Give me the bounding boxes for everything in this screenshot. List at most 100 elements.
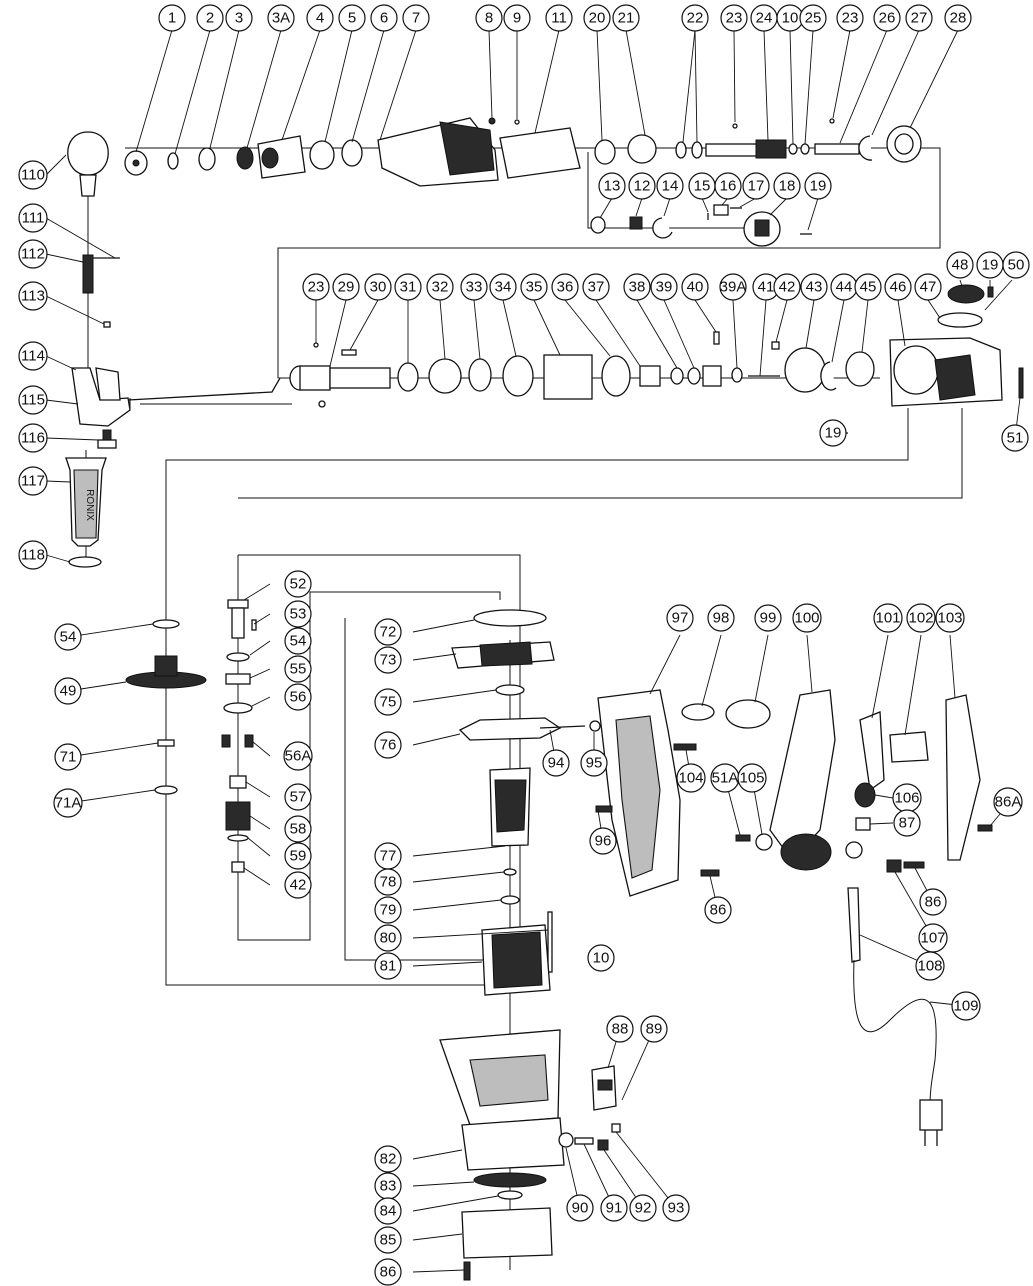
- callout-label: 87: [899, 815, 916, 832]
- callout-label: 44: [836, 279, 853, 296]
- callout-label: 116: [21, 430, 45, 447]
- callout-label: 80: [380, 930, 397, 947]
- callout: 14: [656, 172, 684, 200]
- callout-label: 21: [618, 10, 635, 27]
- callout: 81: [374, 952, 402, 980]
- callout: 3A: [267, 4, 295, 32]
- callout-label: 112: [21, 246, 45, 263]
- callout-label: 32: [432, 279, 449, 296]
- callout-label: 86A: [995, 794, 1022, 811]
- callout: 54: [54, 623, 82, 651]
- callout: 21: [612, 4, 640, 32]
- callout-label: 109: [953, 998, 978, 1015]
- callout: 73: [374, 646, 402, 674]
- callout: 91: [600, 1194, 628, 1222]
- callout-label: 26: [879, 10, 896, 27]
- callout: 41: [752, 273, 780, 301]
- callout-label: 23: [842, 10, 859, 27]
- callout: 26: [873, 4, 901, 32]
- callout: 86A: [993, 787, 1023, 817]
- callout-label: 36: [557, 279, 574, 296]
- callout: 100: [792, 603, 822, 633]
- callout: 86: [704, 896, 732, 924]
- motor-housing: [439, 1029, 565, 1281]
- callout-label: 89: [646, 1021, 663, 1038]
- callout-label: 19: [825, 425, 842, 442]
- callout-label: 51: [1007, 430, 1024, 447]
- callout: 48: [946, 251, 974, 279]
- callout: 12: [628, 172, 656, 200]
- callout-label: 25: [805, 10, 822, 27]
- callout-label: 71A: [55, 795, 82, 812]
- callout: 39: [650, 273, 678, 301]
- callout: 19: [804, 172, 832, 200]
- callout: 39A: [719, 273, 747, 301]
- callout-label: 78: [380, 874, 397, 891]
- callout-label: 12: [634, 178, 651, 195]
- handle-brand-text: RONIX: [84, 489, 95, 521]
- callout: 58: [284, 815, 312, 843]
- callout-label: 58: [290, 821, 307, 838]
- handle-housing: [539, 689, 993, 897]
- callout: 71: [54, 743, 82, 771]
- callout: 117: [18, 466, 48, 496]
- callout: 47: [914, 273, 942, 301]
- callout-label: 50: [1008, 257, 1025, 274]
- callout: 44: [830, 273, 858, 301]
- callout: 37: [582, 273, 610, 301]
- callout: 53: [284, 600, 312, 628]
- callout-label: 54: [60, 629, 77, 646]
- assembly-routing-lines: [129, 147, 963, 986]
- callout-label: 8: [485, 10, 493, 27]
- clutch-assembly-parts: [590, 204, 812, 247]
- callout: 111: [18, 203, 48, 233]
- callout: 33: [460, 273, 488, 301]
- callout: 82: [374, 1145, 402, 1173]
- callout: 11: [545, 4, 573, 32]
- callout: 31: [394, 273, 422, 301]
- callout-label: 49: [60, 683, 77, 700]
- callout: 22: [681, 4, 709, 32]
- callout-label: 54: [290, 633, 307, 650]
- callout-label: 19: [810, 178, 827, 195]
- gear-housing: [830, 284, 1024, 434]
- callout: 43: [800, 273, 828, 301]
- callout: 45: [854, 273, 882, 301]
- callout-label: 72: [380, 624, 397, 641]
- callout: 24: [750, 4, 778, 32]
- callout: 103: [935, 603, 965, 633]
- callout-label: 7: [412, 10, 420, 27]
- callouts: 1 2 3 3A 4 5 6 7 8 9 11 20 21 22 23 24 1…: [18, 4, 1030, 1286]
- callout-label: 22: [687, 10, 704, 27]
- callout: 54: [284, 627, 312, 655]
- callout-label: 81: [380, 958, 397, 975]
- callout-label: 107: [920, 930, 945, 947]
- callout: 112: [18, 239, 48, 269]
- callout: 25: [799, 4, 827, 32]
- callout-label: 84: [380, 1203, 397, 1220]
- callout: 93: [662, 1194, 690, 1222]
- callout-label: 23: [308, 279, 325, 296]
- callout-label: 90: [572, 1200, 589, 1217]
- callout: 110: [18, 160, 48, 190]
- callout: 95: [580, 749, 608, 777]
- callout: 105: [737, 763, 767, 793]
- callout-label: 18: [779, 178, 796, 195]
- callout: 56: [284, 683, 312, 711]
- chuck-assembly-parts: [124, 117, 922, 187]
- callout-label: 11: [551, 10, 567, 27]
- callout-label: 55: [290, 661, 307, 678]
- callout-label: 1: [168, 10, 176, 27]
- callout: 106: [892, 783, 922, 813]
- callout: 8: [475, 4, 503, 32]
- callout-label: 56: [290, 689, 307, 706]
- callout: 23: [302, 273, 330, 301]
- callout: 75: [374, 688, 402, 716]
- callout: 116: [18, 423, 48, 453]
- side-handle-assembly: RONIX: [65, 131, 281, 568]
- callout-label: 86: [925, 894, 942, 911]
- callout-label: 105: [739, 770, 764, 787]
- callout: 20: [583, 4, 611, 32]
- callout-label: 38: [629, 279, 646, 296]
